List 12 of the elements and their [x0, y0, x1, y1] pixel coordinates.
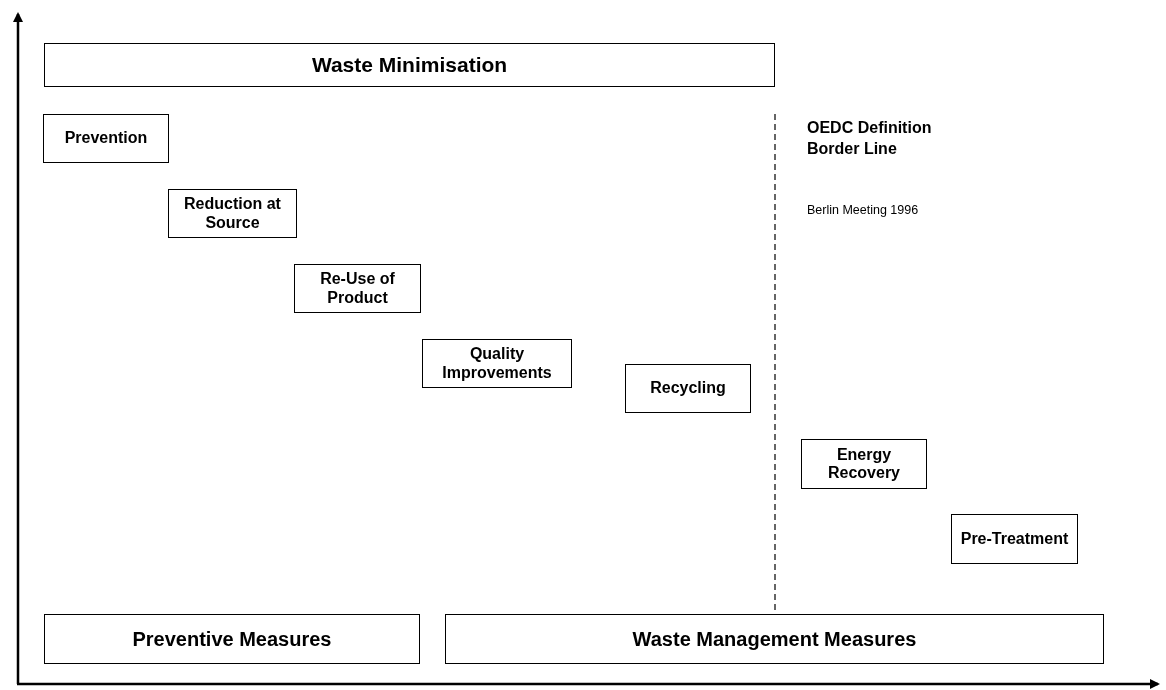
label-box: Energy Recovery — [801, 439, 927, 489]
label-box: Pre-Treatment — [951, 514, 1078, 564]
meeting-note: Berlin Meeting 1996 — [807, 203, 920, 218]
label-box: Recycling — [625, 364, 751, 413]
label-box: Reduction at Source — [168, 189, 297, 238]
label-box: Quality Improvements — [422, 339, 572, 388]
definition-note: OEDC Definition Border Line — [807, 118, 933, 159]
label-box: Re-Use of Product — [294, 264, 421, 313]
label-box: Waste Minimisation — [44, 43, 775, 87]
label-box: Prevention — [43, 114, 169, 163]
label-box: Waste Management Measures — [445, 614, 1104, 664]
label-box: Preventive Measures — [44, 614, 420, 664]
